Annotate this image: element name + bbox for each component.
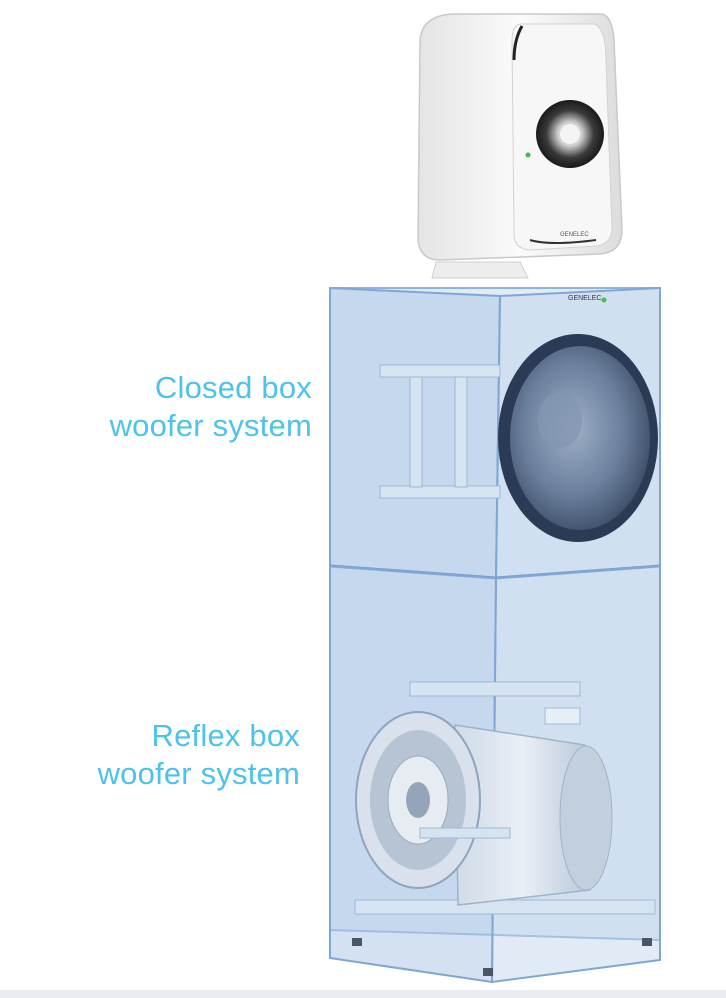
label-reflex-box: Reflex box woofer system: [98, 717, 300, 793]
label-closed-line1: Closed box: [154, 370, 312, 405]
label-closed-line2: woofer system: [109, 408, 312, 443]
label-reflex-line2: woofer system: [97, 756, 300, 791]
brand-mark-top: GENELEC: [560, 232, 589, 238]
woofer-driver-icon: GENELEC: [498, 295, 658, 542]
studio-monitor-icon: GENELEC: [417, 13, 623, 279]
ported-woofer-icon: [355, 711, 613, 906]
label-closed-box: Closed box woofer system: [110, 369, 312, 445]
label-reflex-line1: Reflex box: [151, 718, 300, 753]
bottom-strip: [0, 990, 726, 998]
brand-mark-enclosure: GENELEC: [568, 295, 601, 302]
